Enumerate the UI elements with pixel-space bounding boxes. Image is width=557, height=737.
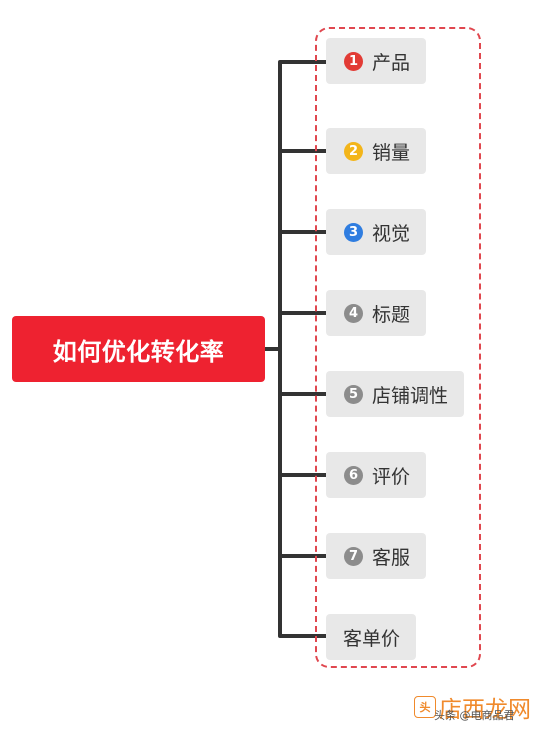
branch-label: 标题 [372,303,411,326]
number-1-icon: 1 [344,51,363,71]
branch-node-customer-service[interactable]: 7 客服 [326,533,427,579]
brand-logo-icon: 头 [414,696,436,718]
root-label: 如何优化转化率 [52,337,225,366]
branch-group-frame [315,27,481,668]
number-6-icon: 6 [344,465,363,485]
number-2-icon: 2 [344,141,363,161]
number-3-icon: 3 [344,222,363,242]
branch-node-product[interactable]: 1 产品 [326,38,427,84]
branch-node-title[interactable]: 4 标题 [326,290,427,336]
branch-node-reviews[interactable]: 6 评价 [326,452,427,498]
branch-node-store-style[interactable]: 5 店铺调性 [326,371,465,417]
branch-connectors [280,60,326,638]
branch-label: 客服 [372,546,411,569]
branch-label: 视觉 [372,222,411,245]
branch-label: 评价 [372,465,411,488]
branch-label: 销量 [372,141,411,164]
number-4-icon: 4 [344,303,363,323]
branch-label: 产品 [372,51,411,74]
branch-node-visual[interactable]: 3 视觉 [326,209,427,255]
branch-node-order-value[interactable]: 客单价 [326,614,417,660]
branch-label: 客单价 [343,627,401,650]
watermark: 头 店西龙网 头条 @电商品君 [414,690,531,724]
root-node[interactable]: 如何优化转化率 [12,316,265,382]
number-7-icon: 7 [344,546,363,566]
watermark-author: 头条 @电商品君 [434,709,515,722]
number-5-icon: 5 [344,384,363,404]
watermark-brand: 店西龙网 [439,697,531,723]
branch-label: 店铺调性 [372,384,449,407]
branch-node-sales[interactable]: 2 销量 [326,128,427,174]
